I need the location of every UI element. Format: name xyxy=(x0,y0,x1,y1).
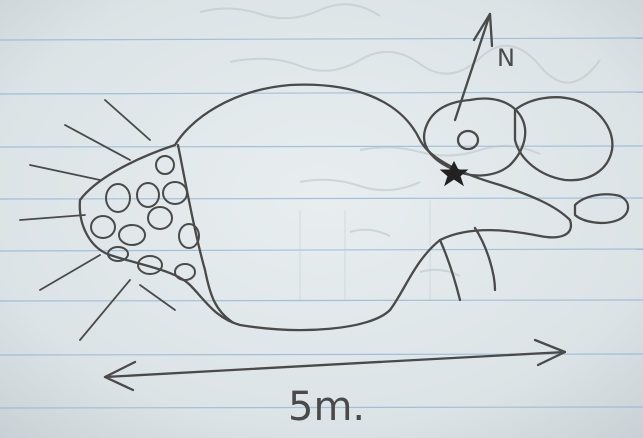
scale-label: 5m. xyxy=(288,384,365,430)
north-label: N xyxy=(497,44,515,72)
